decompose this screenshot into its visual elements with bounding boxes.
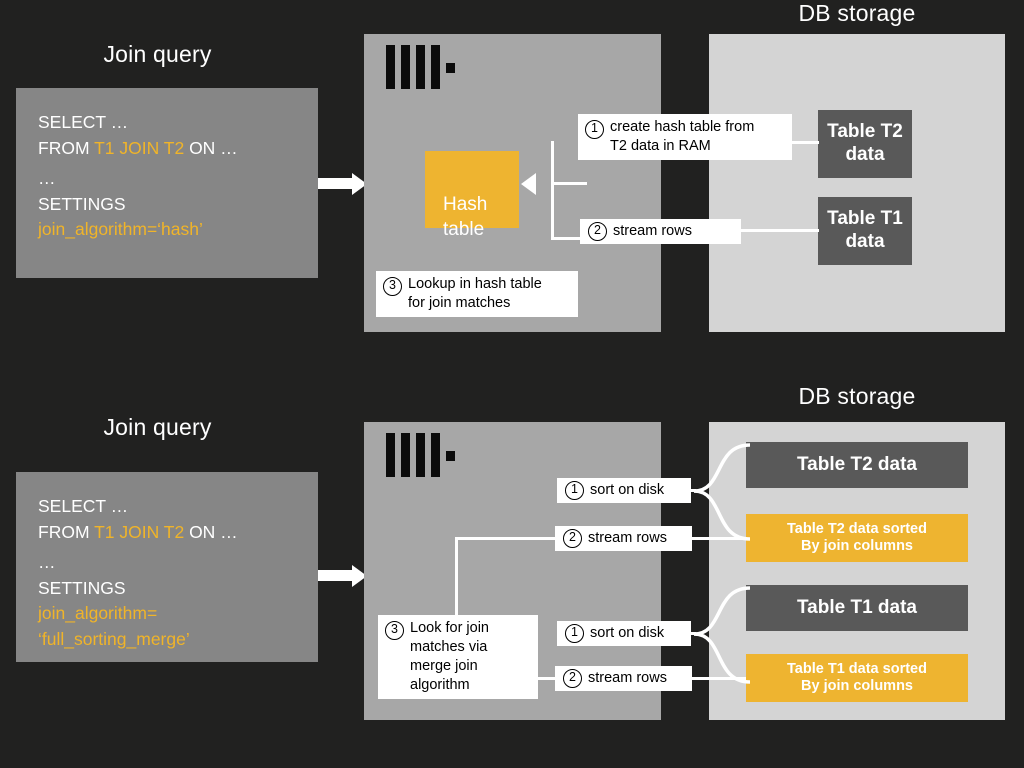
sql-line-select: SELECT … xyxy=(38,112,129,132)
connector-stream-rows-t1-right xyxy=(690,677,746,680)
query-title-bottom: Join query xyxy=(103,414,212,440)
callout-number: 2 xyxy=(588,221,607,241)
query-title-top: Join query xyxy=(103,41,212,67)
callout-1-sort-on-disk-t2[interactable]: 1 sort on disk xyxy=(557,478,691,503)
connector-callout1-vertical xyxy=(551,141,554,240)
connector-t2-to-callout1 xyxy=(789,141,819,144)
callout-text: Lookup in hash table for join matches xyxy=(408,276,542,311)
arrow-query-to-server-head xyxy=(352,172,367,195)
callout-1-create-hash-table[interactable]: 1 create hash table from T2 data in RAM xyxy=(578,114,792,160)
connector-stream-rows-t2-right xyxy=(690,537,746,540)
callout-number: 3 xyxy=(385,621,404,640)
callout-text: stream rows xyxy=(588,529,667,546)
callout-text: stream rows xyxy=(613,222,692,239)
callout-text: create hash table from T2 data in RAM xyxy=(610,119,755,154)
storage-chip-t2-data-top[interactable]: Table T2 data xyxy=(818,110,912,178)
hash-table-label: Hash table xyxy=(443,194,488,240)
storage-title-bottom: DB storage xyxy=(798,383,916,409)
storage-title-top: DB storage xyxy=(798,0,916,26)
sql-query-box-top[interactable]: SELECT … FROM T1 JOIN T2 ON … … SETTINGS… xyxy=(16,88,318,278)
sql-line-ellipsis: … xyxy=(38,168,56,188)
callout-number: 1 xyxy=(565,623,584,643)
connector-callout1-to-hash xyxy=(551,182,587,185)
connector-brace-t2 xyxy=(693,443,751,541)
callout-3-merge-join[interactable]: 3 Look for join matches via merge join a… xyxy=(378,615,538,699)
arrow-into-hash-table xyxy=(521,172,536,195)
callout-number: 1 xyxy=(585,120,604,139)
callout-text: sort on disk xyxy=(590,624,665,641)
sql-line-from: FROM T1 JOIN T2 ON … xyxy=(38,137,238,158)
section-hash-join: Join query DB storage SELECT … FROM T1 J… xyxy=(16,0,1005,332)
arrow-query-to-server-head-bottom xyxy=(352,564,367,587)
connector-stream-rows-t2-left xyxy=(455,537,557,540)
db-storage-panel-top xyxy=(709,34,1005,332)
connector-t1-to-callout2 xyxy=(740,229,819,232)
sql-line-join-algorithm: join_algorithm=‘hash’ xyxy=(38,219,203,239)
callout-number: 2 xyxy=(563,528,582,548)
storage-chip-t1-data-bottom[interactable]: Table T1 data xyxy=(746,585,968,631)
section-full-sorting-merge-join: Join query DB storage SELECT … FROM T1 J… xyxy=(0,383,1024,768)
arrow-query-to-server-line-bottom xyxy=(318,570,354,581)
callout-number: 3 xyxy=(383,277,402,296)
callout-2-stream-rows-t2[interactable]: 2 stream rows xyxy=(555,526,692,551)
clickhouse-logo-bottom xyxy=(386,433,456,478)
storage-chip-t1-sorted[interactable]: Table T1 data sorted By join columns xyxy=(746,654,968,702)
callout-3-lookup-hash-table[interactable]: 3 Lookup in hash table for join matches xyxy=(376,271,578,317)
sql-line-settings: SETTINGS xyxy=(38,193,126,214)
clickhouse-logo-top xyxy=(386,45,456,90)
callout-2-stream-rows-top[interactable]: 2 stream rows xyxy=(580,219,741,244)
callout-2-stream-rows-t1[interactable]: 2 stream rows xyxy=(555,666,692,691)
connector-stream-rows-t1-left xyxy=(530,677,558,680)
callout-text: sort on disk xyxy=(590,481,665,498)
sql-line-join-algorithm: join_algorithm= xyxy=(38,603,158,623)
storage-chip-t2-sorted[interactable]: Table T2 data sorted By join columns xyxy=(746,514,968,562)
callout-1-sort-on-disk-t1[interactable]: 1 sort on disk xyxy=(557,621,691,646)
hash-table-box: Hash table xyxy=(425,151,519,240)
arrow-query-to-server-line xyxy=(318,178,354,189)
sql-line-ellipsis: … xyxy=(38,552,56,572)
storage-chip-t2-data-bottom[interactable]: Table T2 data xyxy=(746,442,968,488)
connector-brace-t1 xyxy=(693,586,751,684)
sql-line-from: FROM T1 JOIN T2 ON … xyxy=(38,521,238,542)
callout-text: Look for join matches via merge join alg… xyxy=(410,620,489,693)
callout-number: 2 xyxy=(563,668,582,688)
sql-line-select: SELECT … xyxy=(38,496,129,516)
connector-callout2-tail xyxy=(551,237,581,240)
sql-line-settings: SETTINGS xyxy=(38,577,126,598)
storage-chip-t1-data-top[interactable]: Table T1 data xyxy=(818,197,912,265)
connector-stream-rows-t2-vertical xyxy=(455,537,458,627)
sql-line-join-algorithm-value: ‘full_sorting_merge’ xyxy=(38,628,190,649)
callout-number: 1 xyxy=(565,480,584,500)
callout-text: stream rows xyxy=(588,669,667,686)
sql-query-box-bottom[interactable]: SELECT … FROM T1 JOIN T2 ON … … SETTINGS… xyxy=(16,472,318,662)
